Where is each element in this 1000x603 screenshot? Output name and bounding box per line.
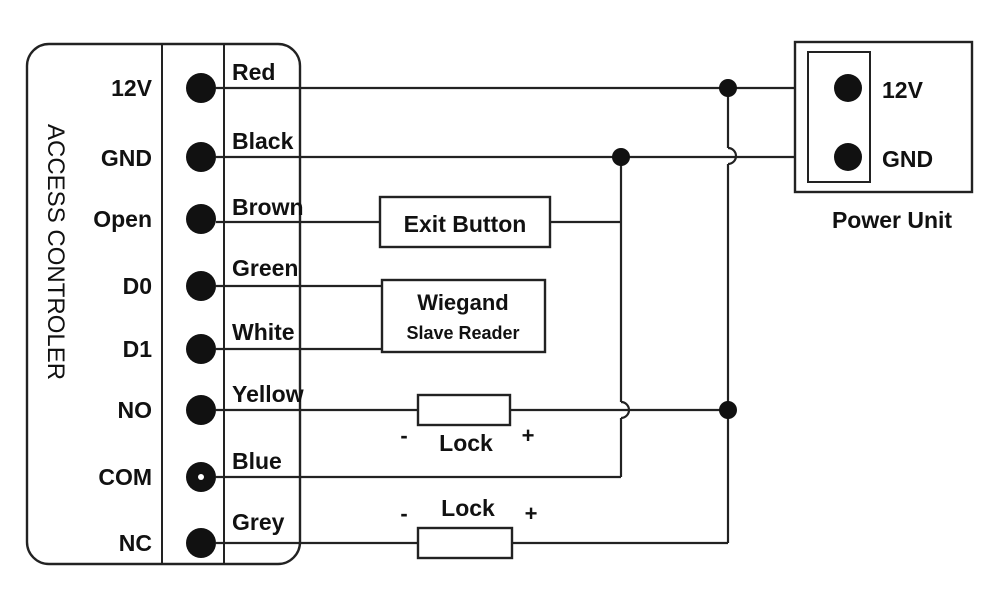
power-terminal-12v — [834, 74, 862, 102]
terminal-gnd — [186, 142, 216, 172]
controller-pin-labels: 12V GND Open D0 D1 NO COM NC — [93, 75, 152, 556]
wire-label-green: Green — [232, 255, 298, 281]
lock-top: - Lock + — [400, 393, 535, 456]
pin-label-gnd: GND — [101, 145, 152, 171]
lock-bottom: - Lock + — [400, 495, 538, 560]
pin-label-no: NO — [118, 397, 153, 423]
lock-top-plus: + — [522, 423, 535, 448]
wire-label-red: Red — [232, 59, 275, 85]
junction-gnd — [612, 148, 630, 166]
terminal-no — [186, 395, 216, 425]
wire-label-black: Black — [232, 128, 294, 154]
wire-color-labels: Red Black Brown Green White Yellow Blue … — [232, 59, 304, 535]
wiegand-sublabel: Slave Reader — [406, 323, 519, 343]
wiegand-label: Wiegand — [417, 290, 508, 315]
exit-button-label: Exit Button — [404, 211, 527, 237]
terminal-strip — [161, 43, 225, 565]
exit-button-box — [378, 195, 552, 249]
exit-button: Exit Button — [378, 195, 552, 249]
power-unit-box — [793, 40, 974, 194]
pin-label-open: Open — [93, 206, 152, 232]
terminal-12v — [186, 73, 216, 103]
power-terminal-gnd — [834, 143, 862, 171]
wires — [216, 79, 848, 545]
pin-label-d0: D0 — [123, 273, 152, 299]
terminal-d1 — [186, 334, 216, 364]
pin-label-d1: D1 — [123, 336, 153, 362]
pin-label-nc: NC — [119, 530, 152, 556]
lock-top-body — [416, 393, 512, 427]
lock-top-label: Lock — [439, 430, 493, 456]
terminal-com-center — [198, 474, 204, 480]
access-controller: ACCESS CONTROLER — [25, 42, 302, 566]
lock-bottom-label: Lock — [441, 495, 495, 521]
wire-label-white: White — [232, 319, 295, 345]
junction-no — [719, 401, 737, 419]
lock-bottom-body — [416, 526, 514, 560]
power-unit-label: Power Unit — [832, 207, 952, 233]
wire-label-blue: Blue — [232, 448, 282, 474]
power-unit: 12V GND Power Unit — [793, 40, 974, 233]
power-unit-terminal-strip — [807, 51, 871, 183]
lock-top-minus: - — [400, 423, 407, 448]
power-label-gnd: GND — [882, 146, 933, 172]
controller-terminals — [186, 73, 216, 558]
wire-label-yellow: Yellow — [232, 381, 304, 407]
power-label-12v: 12V — [882, 77, 924, 103]
junction-12v — [719, 79, 737, 97]
terminal-open — [186, 204, 216, 234]
pin-label-com: COM — [98, 464, 152, 490]
wire-label-grey: Grey — [232, 509, 285, 535]
terminal-nc — [186, 528, 216, 558]
controller-title: ACCESS CONTROLER — [42, 124, 69, 380]
lock-bottom-plus: + — [525, 501, 538, 526]
terminal-d0 — [186, 271, 216, 301]
wiegand-reader-box — [380, 278, 547, 354]
pin-label-12v: 12V — [111, 75, 153, 101]
wiegand-reader: Wiegand Slave Reader — [380, 278, 547, 354]
lock-bottom-minus: - — [400, 501, 407, 526]
wire-label-brown: Brown — [232, 194, 304, 220]
